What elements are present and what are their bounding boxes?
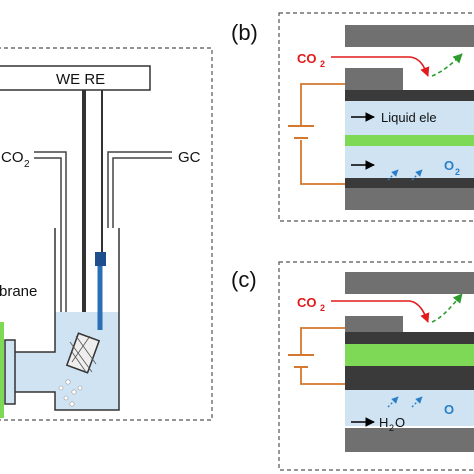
c-co2-subscript: 2 bbox=[320, 303, 325, 313]
electrode-holder-bar bbox=[0, 65, 151, 91]
panel-c-tag: (c) bbox=[231, 267, 257, 292]
c-wire bbox=[300, 327, 345, 355]
c-h2o-label: H bbox=[379, 415, 388, 430]
c-co2-arrow bbox=[331, 300, 430, 323]
b-co2-arrow bbox=[331, 56, 430, 77]
gas-bubbles bbox=[58, 379, 83, 407]
panel-b-frame bbox=[278, 12, 474, 222]
b-bottom-plate bbox=[345, 188, 474, 210]
panel-a: WE RE CO 2 GC brane bbox=[0, 47, 213, 421]
b-o2-label: O bbox=[444, 158, 454, 173]
b-product-arrow bbox=[431, 53, 463, 77]
c-co2-label: CO bbox=[297, 295, 317, 310]
c-gde-gray bbox=[345, 316, 403, 332]
flange-left bbox=[4, 339, 16, 405]
b-liquid-label: Liquid ele bbox=[381, 110, 437, 125]
c-anode-dark bbox=[345, 366, 474, 390]
gc-outlet-tube bbox=[107, 151, 172, 228]
c-bottom-plate bbox=[345, 428, 474, 452]
re-electrode-cap bbox=[95, 252, 106, 266]
b-wire bbox=[300, 83, 345, 126]
b-co2-label: CO bbox=[297, 51, 317, 66]
c-anolyte bbox=[345, 390, 474, 426]
b-membrane bbox=[345, 135, 474, 146]
panel-b-tag: (b) bbox=[231, 20, 258, 45]
cell-outline bbox=[14, 228, 120, 411]
b-co2-subscript: 2 bbox=[320, 59, 325, 69]
electrolyte-side-arm bbox=[14, 352, 55, 392]
panel-c: (c) CO 2 O H 2 O bbox=[231, 261, 474, 471]
b-gde-gray bbox=[345, 68, 403, 90]
c-cathode-dark bbox=[345, 332, 474, 344]
co2-inlet-tube bbox=[34, 151, 67, 380]
panel-c-frame bbox=[278, 261, 474, 471]
panel-a-frame bbox=[0, 47, 213, 421]
b-gde-dark bbox=[345, 90, 474, 101]
membrane-strip bbox=[0, 322, 4, 418]
c-h2o-tail: O bbox=[395, 415, 405, 430]
co2-inlet-label: CO bbox=[1, 149, 24, 166]
c-membrane bbox=[345, 344, 474, 366]
gc-outlet-label: GC bbox=[178, 149, 201, 166]
electrode-labels: WE RE bbox=[56, 71, 105, 88]
c-product-arrow bbox=[431, 293, 463, 323]
b-anode-dark bbox=[345, 178, 474, 188]
panel-b: (b) CO 2 Liquid ele O 2 bbox=[231, 12, 474, 222]
b-top-plate bbox=[345, 25, 474, 47]
c-top-plate bbox=[345, 272, 474, 294]
membrane-label: brane bbox=[0, 283, 37, 300]
b-o2-subscript: 2 bbox=[455, 167, 460, 177]
c-h2o-subscript: 2 bbox=[389, 423, 394, 433]
co2-inlet-subscript: 2 bbox=[24, 159, 30, 170]
c-o-partial-label: O bbox=[444, 402, 454, 417]
